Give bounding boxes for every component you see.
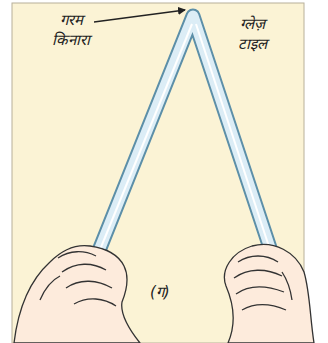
hot-edge-label: गरम किनारा bbox=[52, 10, 90, 51]
leader-arrow bbox=[94, 10, 185, 22]
right-hand bbox=[224, 244, 314, 343]
glass-tube bbox=[92, 16, 278, 272]
figure-label: (ग) bbox=[150, 282, 170, 302]
left-hand bbox=[14, 246, 140, 343]
tile-label: ग्लेज़ टाइल bbox=[238, 14, 267, 55]
